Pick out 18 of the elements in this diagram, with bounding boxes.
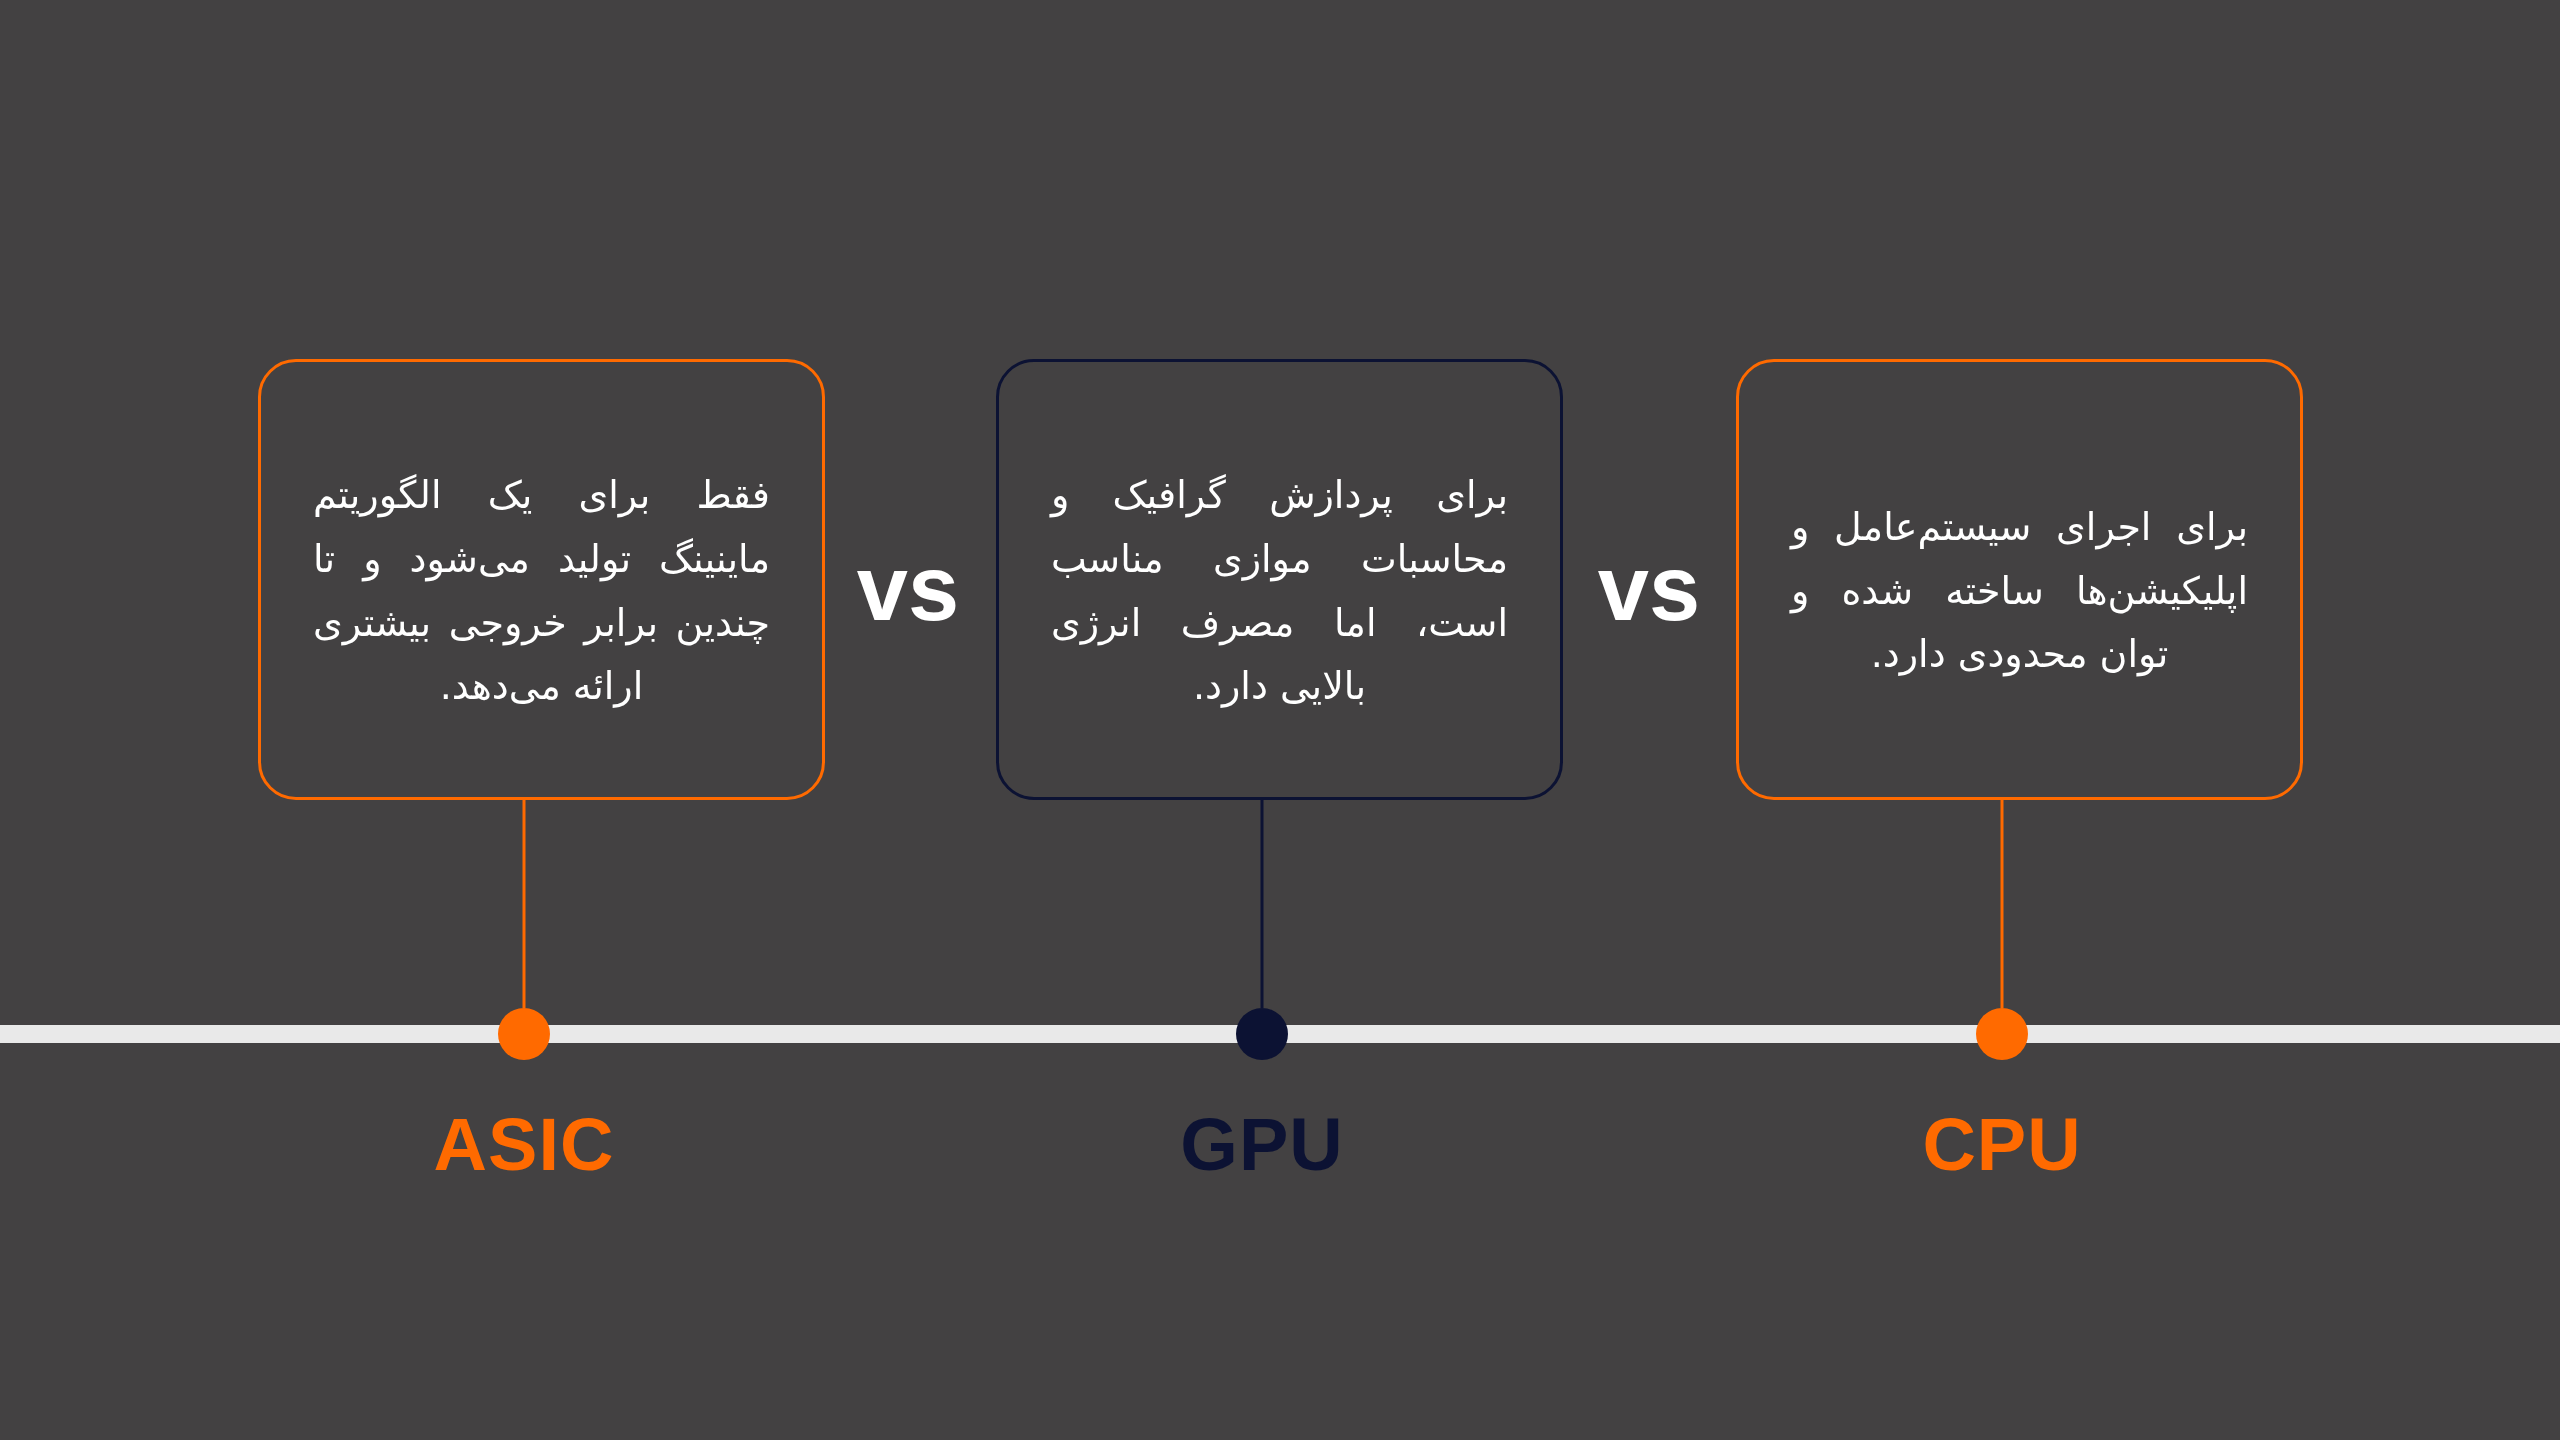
timeline-dot: [1976, 1008, 2028, 1060]
description-card: [996, 359, 1563, 800]
timeline-dot: [498, 1008, 550, 1060]
timeline-bar: [0, 1025, 2560, 1043]
connector-line: [522, 800, 526, 1008]
versus-label: vs: [856, 542, 960, 634]
description-text: فقط برای یک الگوریتم ماینینگ تولید می‌شود و تا چندین برابر خروجی بیشتری ارائه می‌دهد.: [313, 471, 770, 711]
timeline-dot: [1236, 1008, 1288, 1060]
description-card: [258, 359, 825, 800]
description-text: برای پردازش گرافیک و محاسبات موازی مناسب است، اما مصرف انرژی بالایی دارد.: [1051, 471, 1508, 711]
connector-line: [1260, 800, 1264, 1008]
category-label: ASIC: [433, 1108, 615, 1182]
description-text: برای اجرای سیستم‌عامل و اپلیکیشن‌ها ساخته شده و توان محدودی دارد.: [1791, 503, 2248, 679]
category-label: GPU: [1180, 1108, 1344, 1182]
category-label: CPU: [1922, 1108, 2082, 1182]
connector-line: [2000, 800, 2004, 1008]
description-card: [1736, 359, 2303, 800]
versus-label: vs: [1597, 542, 1701, 634]
